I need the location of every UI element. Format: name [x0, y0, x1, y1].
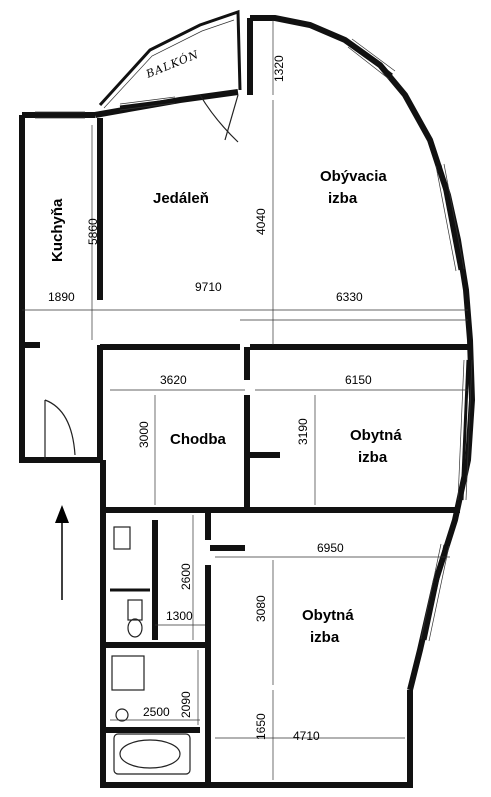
windows — [35, 38, 473, 642]
interior-walls — [22, 118, 468, 785]
room-label-kitchen: Kuchyňa — [49, 198, 66, 262]
dim-3000: 3000 — [137, 421, 151, 448]
dim-5860: 5860 — [86, 218, 100, 245]
dim-6330: 6330 — [336, 290, 363, 304]
dim-3080: 3080 — [254, 595, 268, 622]
dim-2090: 2090 — [179, 691, 193, 718]
dim-6950: 6950 — [317, 541, 344, 555]
balcony — [98, 9, 242, 143]
dim-1320: 1320 — [272, 55, 286, 82]
dim-2500: 2500 — [143, 705, 170, 719]
dimension-labels: 1320 5860 4040 1890 9710 6330 3620 6150 … — [48, 55, 372, 743]
dim-4040: 4040 — [254, 208, 268, 235]
room-label-dining: Jedáleň — [153, 190, 209, 207]
dim-1890: 1890 — [48, 290, 75, 304]
dim-3190: 3190 — [296, 418, 310, 445]
north-arrow-icon — [55, 505, 69, 600]
dimension-lines — [22, 20, 468, 780]
dim-3620: 3620 — [160, 373, 187, 387]
sanitary-fixtures — [111, 526, 191, 775]
dim-1650: 1650 — [254, 713, 268, 740]
dim-1300: 1300 — [166, 609, 193, 623]
dim-6150: 6150 — [345, 373, 372, 387]
balcony-label: BALKÓN — [143, 47, 201, 81]
dim-9710: 9710 — [195, 280, 222, 294]
dim-4710: 4710 — [293, 729, 320, 743]
room-label-corridor: Chodba — [170, 431, 226, 448]
dim-2600: 2600 — [179, 563, 193, 590]
entry-door — [44, 399, 76, 460]
outer-walls — [19, 15, 476, 788]
